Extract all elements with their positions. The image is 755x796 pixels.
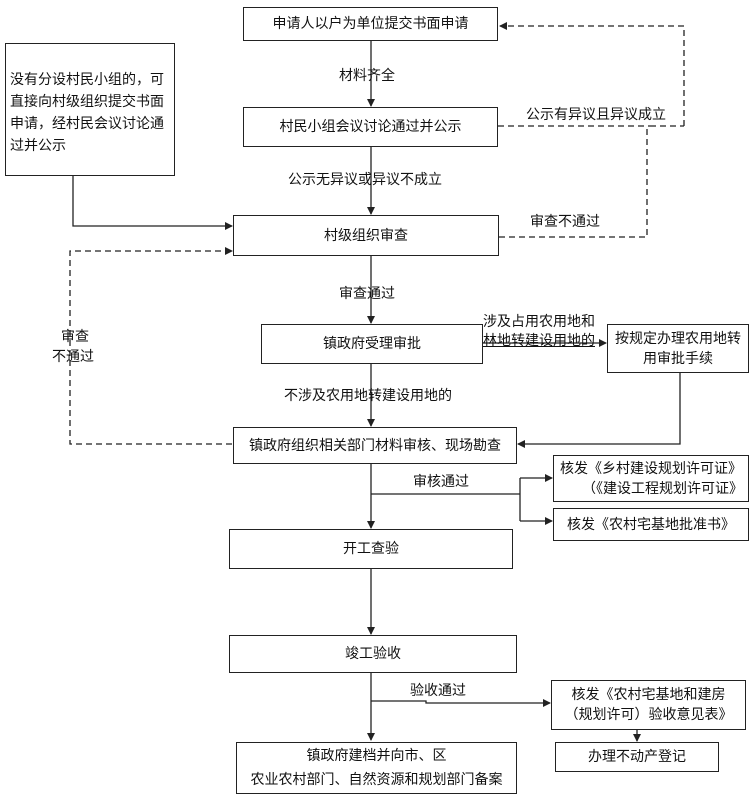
homestead-approval-box: 核发《农村宅基地批准书》 xyxy=(553,508,749,541)
archive-text-2: 农业农村部门、自然资源和规划部门备案 xyxy=(250,772,503,788)
label-acceptance-passed: 验收通过 xyxy=(410,683,466,699)
village-review-text: 村级组织审查 xyxy=(324,227,408,244)
archive-box: 镇政府建档并向市、区 农业农村部门、自然资源和规划部门备案 xyxy=(236,742,517,794)
group-discuss-box: 村民小组会议讨论通过并公示 xyxy=(243,107,498,147)
label-audit-passed: 审核通过 xyxy=(413,474,469,490)
completion-acceptance-text: 竣工验收 xyxy=(345,646,401,662)
start-inspection-box: 开工查验 xyxy=(229,529,513,569)
label-review-failed-left-1: 审查 xyxy=(61,329,89,345)
village-review-box: 村级组织审查 xyxy=(233,215,499,256)
dashed-village-failed xyxy=(499,126,648,238)
dashed-right-to-apply xyxy=(499,22,685,126)
homestead-approval-text: 核发《农村宅基地批准书》 xyxy=(567,516,735,533)
farmland-convert-box: 按规定办理农用地转用审批手续 xyxy=(607,324,749,373)
plan-permit-box: 核发《乡村建设规划许可证》 （《建设工程规划许可证》 xyxy=(553,455,749,502)
town-site-check-box: 镇政府组织相关部门材料审核、现场勘查 xyxy=(233,427,517,464)
town-accept-text: 镇政府受理审批 xyxy=(323,336,421,352)
label-involves-farmland-1: 涉及占用农用地和 xyxy=(483,314,595,330)
label-review-failed: 审查不通过 xyxy=(530,214,600,230)
group-discuss-text: 村民小组会议讨论通过并公示 xyxy=(279,119,462,135)
plan-permit-text-2: （《建设工程规划许可证》 xyxy=(582,480,743,497)
label-materials-complete: 材料齐全 xyxy=(339,68,395,84)
label-review-failed-left-2: 不通过 xyxy=(52,349,94,365)
label-objection-valid: 公示有异议且异议成立 xyxy=(526,107,666,123)
label-not-involve-farmland: 不涉及农用地转建设用地的 xyxy=(284,388,452,404)
side-note-box: 没有分设村民小组的，可直接向村级组织提交书面申请，经村民会议讨论通过并公示 xyxy=(5,43,175,176)
town-accept-box: 镇政府受理审批 xyxy=(261,324,483,364)
label-involves-farmland-2: 林地转建设用地的 xyxy=(483,333,595,349)
start-inspection-text: 开工查验 xyxy=(343,541,399,557)
dashed-left-review-failed xyxy=(69,247,233,445)
property-registration-text: 办理不动产登记 xyxy=(588,749,686,765)
arrow-to-acceptance-opinion xyxy=(371,699,551,707)
acceptance-opinion-box: 核发《农村宅基地和建房 （规划许可）验收意见表》 xyxy=(551,680,746,730)
property-registration-box: 办理不动产登记 xyxy=(555,742,719,772)
acceptance-opinion-text-2: （规划许可）验收意见表》 xyxy=(564,707,733,723)
acceptance-opinion-text-1: 核发《农村宅基地和建房 xyxy=(571,687,726,703)
apply-text: 申请人以户为单位提交书面申请 xyxy=(272,16,469,32)
apply-box: 申请人以户为单位提交书面申请 xyxy=(243,7,498,41)
farmland-convert-text: 按规定办理农用地转用审批手续 xyxy=(615,330,741,367)
completion-acceptance-box: 竣工验收 xyxy=(229,635,517,673)
archive-text-1: 镇政府建档并向市、区 xyxy=(306,748,447,764)
town-site-check-text: 镇政府组织相关部门材料审核、现场勘查 xyxy=(249,437,501,454)
arrow-side-to-village xyxy=(72,175,233,230)
label-review-passed: 审查通过 xyxy=(339,286,395,302)
side-note-text: 没有分设村民小组的，可直接向村级组织提交书面申请，经村民会议讨论通过并公示 xyxy=(10,72,164,154)
arrow-farmland-to-sitecheck xyxy=(517,372,681,448)
plan-permit-text-1: 核发《乡村建设规划许可证》 xyxy=(560,460,742,477)
label-no-objection: 公示无异议或异议不成立 xyxy=(288,172,442,188)
